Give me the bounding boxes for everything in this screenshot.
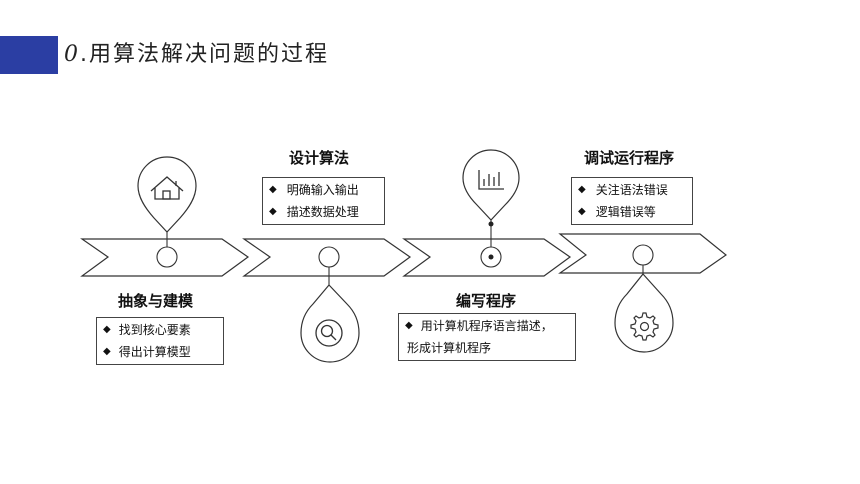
- chevron-step-1: [80, 238, 250, 277]
- item-text: 逻辑错误等: [595, 204, 656, 219]
- item-text: 关注语法错误: [595, 182, 668, 197]
- step-title-modeling: 抽象与建模: [118, 292, 194, 310]
- chevron-step-2: [242, 238, 412, 277]
- item-text: 明确输入输出: [286, 182, 359, 197]
- list-item: ◆ 描述数据处理: [263, 200, 384, 222]
- step-box-modeling: ◆ 找到核心要素 ◆ 得出计算模型: [96, 317, 224, 365]
- home-icon: [150, 176, 184, 200]
- chevron-step-4: [558, 233, 728, 274]
- item-text: 找到核心要素: [118, 322, 191, 337]
- bullet-icon: ◆: [103, 323, 111, 335]
- item-text: 用计算机程序语言描述，: [420, 318, 553, 333]
- pin-dot-3: [488, 221, 494, 227]
- list-item: ◆ 得出计算模型: [97, 340, 223, 362]
- chevron-step-3: [402, 238, 572, 277]
- title-number: 0: [64, 42, 80, 67]
- list-item: ◆ 逻辑错误等: [572, 200, 692, 222]
- node-circle-1: [156, 246, 178, 268]
- step-title-programming: 编写程序: [456, 292, 517, 310]
- bullet-icon: ◆: [269, 183, 277, 195]
- step-box-debugging: ◆ 关注语法错误 ◆ 逻辑错误等: [571, 177, 693, 225]
- node-circle-2: [318, 246, 340, 268]
- list-item: ◆ 找到核心要素: [97, 318, 223, 340]
- bullet-icon: ◆: [269, 205, 277, 217]
- title-accent-bar: [0, 36, 58, 74]
- bullet-icon: ◆: [405, 319, 413, 331]
- node-circle-4: [632, 244, 654, 266]
- step-title-algorithm: 设计算法: [289, 149, 350, 167]
- title-text: .用算法解决问题的过程: [80, 42, 329, 67]
- node-dot-3: [488, 254, 494, 260]
- search-icon: [315, 319, 343, 347]
- item-text: 描述数据处理: [286, 204, 359, 219]
- step-box-algorithm: ◆ 明确输入输出 ◆ 描述数据处理: [262, 177, 385, 225]
- bullet-icon: ◆: [578, 183, 586, 195]
- bullet-icon: ◆: [103, 345, 111, 357]
- list-item: ◆ 用计算机程序语言描述，: [399, 314, 575, 336]
- item-text: 形成计算机程序: [407, 340, 492, 355]
- pin-marker-1: [137, 156, 197, 233]
- drop-marker-2: [300, 284, 360, 363]
- bullet-icon: ◆: [578, 205, 586, 217]
- gear-icon: [630, 312, 659, 341]
- list-item: 形成计算机程序: [399, 336, 575, 358]
- list-item: ◆ 关注语法错误: [572, 178, 692, 200]
- page-title: 0.用算法解决问题的过程: [64, 38, 329, 72]
- step-box-programming: ◆ 用计算机程序语言描述， 形成计算机程序: [398, 313, 576, 361]
- item-text: 得出计算模型: [118, 344, 191, 359]
- pin-marker-3: [462, 149, 520, 221]
- step-title-debugging: 调试运行程序: [584, 149, 675, 167]
- bar-chart-icon: [478, 170, 504, 190]
- drop-marker-4: [614, 273, 674, 353]
- list-item: ◆ 明确输入输出: [263, 178, 384, 200]
